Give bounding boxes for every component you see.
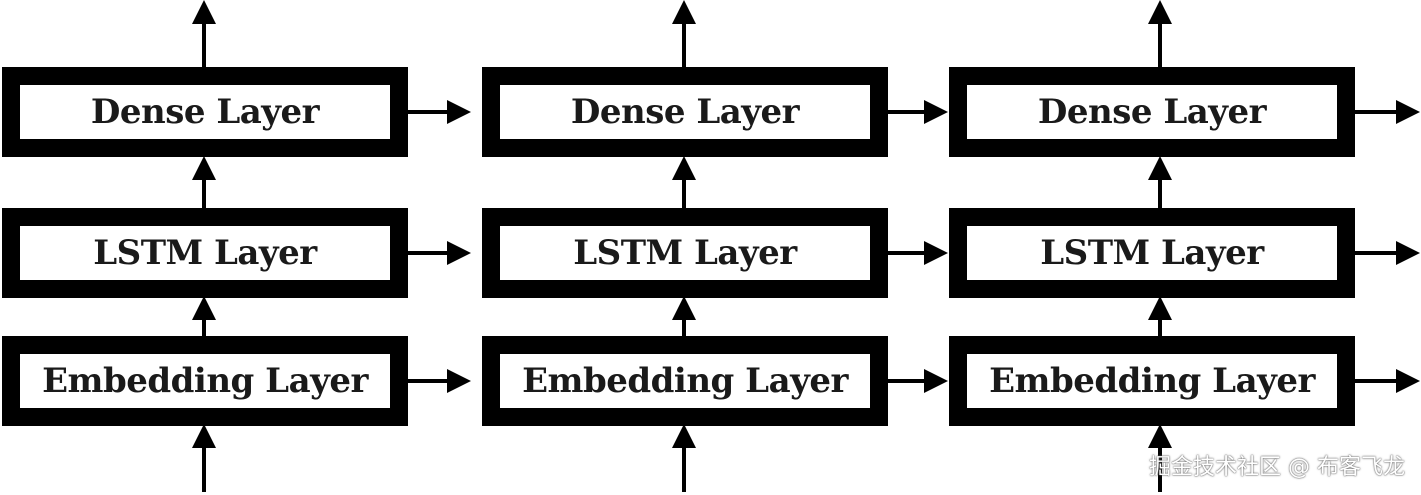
dense-layer-box: Dense Layer bbox=[2, 67, 408, 157]
lstm-layer-box: LSTM Layer bbox=[482, 208, 888, 298]
embedding-layer-label: Embedding Layer bbox=[42, 361, 368, 401]
dense-layer-label: Dense Layer bbox=[90, 92, 320, 132]
lstm-layer-box: LSTM Layer bbox=[2, 208, 408, 298]
dense-layer-box: Dense Layer bbox=[482, 67, 888, 157]
embedding-layer-box: Embedding Layer bbox=[949, 336, 1355, 426]
lstm-layer-label: LSTM Layer bbox=[93, 233, 317, 273]
dense-layer-box: Dense Layer bbox=[949, 67, 1355, 157]
embedding-layer-label: Embedding Layer bbox=[989, 361, 1315, 401]
lstm-layer-box: LSTM Layer bbox=[949, 208, 1355, 298]
embedding-layer-label: Embedding Layer bbox=[522, 361, 848, 401]
embedding-layer-box: Embedding Layer bbox=[2, 336, 408, 426]
dense-layer-label: Dense Layer bbox=[1037, 92, 1267, 132]
embedding-layer-box: Embedding Layer bbox=[482, 336, 888, 426]
lstm-layer-label: LSTM Layer bbox=[1040, 233, 1264, 273]
dense-layer-label: Dense Layer bbox=[570, 92, 800, 132]
watermark-text: 掘金技术社区 @ 布客飞龙 bbox=[1149, 455, 1405, 480]
lstm-layer-label: LSTM Layer bbox=[573, 233, 797, 273]
